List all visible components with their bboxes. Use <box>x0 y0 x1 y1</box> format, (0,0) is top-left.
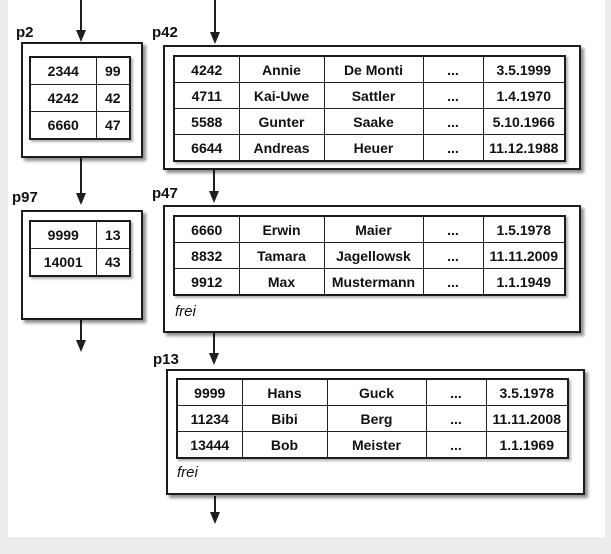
cell-key: 14001 <box>29 248 97 277</box>
cell-firstname: Erwin <box>238 215 325 243</box>
table-row: 4242 42 <box>29 84 131 112</box>
cell-date: 11.11.2008 <box>485 405 569 432</box>
table-row: 8832 Tamara Jagellowsk ... 11.11.2009 <box>173 242 566 269</box>
table-row: 6644 Andreas Heuer ... 11.12.1988 <box>173 134 566 162</box>
cell-lastname: Heuer <box>323 134 424 162</box>
page-box-p42: 4242 Annie De Monti ... 3.5.1999 4711 Ka… <box>163 45 581 170</box>
cell-key: 9999 <box>29 220 97 249</box>
cell-firstname: Gunter <box>238 108 325 135</box>
cell-firstname: Andreas <box>238 134 325 162</box>
cell-pointer: 99 <box>95 56 131 85</box>
page-label-p42: p42 <box>152 24 178 41</box>
cell-date: 1.1.1969 <box>485 431 569 459</box>
page-label-p13: p13 <box>153 351 179 368</box>
cell-lastname: Maier <box>323 215 424 243</box>
table-row: 9999 13 <box>29 220 131 249</box>
cell-firstname: Bob <box>241 431 328 459</box>
cell-ellipsis: ... <box>422 108 484 135</box>
cell-lastname: Meister <box>326 431 427 459</box>
cell-date: 1.4.1970 <box>482 82 566 109</box>
table-row: 6660 47 <box>29 111 131 140</box>
cell-id: 11234 <box>176 405 243 432</box>
table-row: 11234 Bibi Berg ... 11.11.2008 <box>176 405 569 432</box>
cell-ellipsis: ... <box>425 431 487 459</box>
page-label-p2: p2 <box>16 24 34 41</box>
cell-id: 4711 <box>173 82 240 109</box>
cell-lastname: Sattler <box>323 82 424 109</box>
cell-key: 4242 <box>29 84 97 112</box>
cell-firstname: Kai-Uwe <box>238 82 325 109</box>
cell-pointer: 42 <box>95 84 131 112</box>
cell-ellipsis: ... <box>422 268 484 296</box>
cell-id: 5588 <box>173 108 240 135</box>
cell-lastname: Jagellowsk <box>323 242 424 269</box>
cell-key: 2344 <box>29 56 97 85</box>
cell-firstname: Tamara <box>238 242 325 269</box>
table-row: 9912 Max Mustermann ... 1.1.1949 <box>173 268 566 296</box>
index-table-p97: 9999 13 14001 43 <box>29 220 131 277</box>
page-box-p47: 6660 Erwin Maier ... 1.5.1978 8832 Tamar… <box>163 205 581 333</box>
page-label-p97: p97 <box>12 189 38 206</box>
cell-ellipsis: ... <box>425 378 487 406</box>
cell-date: 3.5.1978 <box>485 378 569 406</box>
cell-id: 13444 <box>176 431 243 459</box>
table-row: 5588 Gunter Saake ... 5.10.1966 <box>173 108 566 135</box>
table-row: 6660 Erwin Maier ... 1.5.1978 <box>173 215 566 243</box>
page-label-p47: p47 <box>152 185 178 202</box>
cell-date: 5.10.1966 <box>482 108 566 135</box>
cell-ellipsis: ... <box>422 215 484 243</box>
cell-firstname: Hans <box>241 378 328 406</box>
data-table-p42: 4242 Annie De Monti ... 3.5.1999 4711 Ka… <box>173 55 566 162</box>
table-row: 9999 Hans Guck ... 3.5.1978 <box>176 378 569 406</box>
cell-id: 4242 <box>173 55 240 83</box>
cell-ellipsis: ... <box>422 82 484 109</box>
cell-lastname: De Monti <box>323 55 424 83</box>
page-box-p2: 2344 99 4242 42 6660 47 <box>21 42 143 158</box>
cell-lastname: Guck <box>326 378 427 406</box>
arrow-out-of-p13 <box>214 496 216 512</box>
cell-pointer: 43 <box>95 248 131 277</box>
data-table-p13: 9999 Hans Guck ... 3.5.1978 11234 Bibi B… <box>176 378 569 459</box>
cell-id: 8832 <box>173 242 240 269</box>
cell-date: 11.11.2009 <box>482 242 566 269</box>
cell-date: 3.5.1999 <box>482 55 566 83</box>
arrow-into-p42 <box>214 0 216 32</box>
table-row: 2344 99 <box>29 56 131 85</box>
cell-date: 1.5.1978 <box>482 215 566 243</box>
data-table-p47: 6660 Erwin Maier ... 1.5.1978 8832 Tamar… <box>173 215 566 296</box>
arrow-p42-to-p47 <box>213 170 215 191</box>
arrow-out-of-p97 <box>80 320 82 340</box>
cell-id: 6644 <box>173 134 240 162</box>
cell-firstname: Annie <box>238 55 325 83</box>
cell-key: 6660 <box>29 111 97 140</box>
free-space-label: frei <box>177 464 198 481</box>
cell-lastname: Berg <box>326 405 427 432</box>
cell-ellipsis: ... <box>425 405 487 432</box>
cell-pointer: 47 <box>95 111 131 140</box>
cell-pointer: 13 <box>95 220 131 249</box>
table-row: 4242 Annie De Monti ... 3.5.1999 <box>173 55 566 83</box>
cell-ellipsis: ... <box>422 55 484 83</box>
cell-id: 9912 <box>173 268 240 296</box>
table-row: 13444 Bob Meister ... 1.1.1969 <box>176 431 569 459</box>
cell-id: 9999 <box>176 378 243 406</box>
cell-lastname: Saake <box>323 108 424 135</box>
arrow-into-p2 <box>80 0 82 30</box>
cell-date: 11.12.1988 <box>482 134 566 162</box>
free-space-label: frei <box>175 303 196 320</box>
cell-firstname: Bibi <box>241 405 328 432</box>
cell-lastname: Mustermann <box>323 268 424 296</box>
table-row: 14001 43 <box>29 248 131 277</box>
arrow-p47-to-p13 <box>213 333 215 353</box>
page-box-p97: 9999 13 14001 43 <box>21 210 143 320</box>
cell-date: 1.1.1949 <box>482 268 566 296</box>
cell-firstname: Max <box>238 268 325 296</box>
cell-id: 6660 <box>173 215 240 243</box>
index-table-p2: 2344 99 4242 42 6660 47 <box>29 56 131 140</box>
cell-ellipsis: ... <box>422 242 484 269</box>
arrow-p2-to-p97 <box>80 158 82 193</box>
table-row: 4711 Kai-Uwe Sattler ... 1.4.1970 <box>173 82 566 109</box>
cell-ellipsis: ... <box>422 134 484 162</box>
page-box-p13: 9999 Hans Guck ... 3.5.1978 11234 Bibi B… <box>166 369 585 495</box>
